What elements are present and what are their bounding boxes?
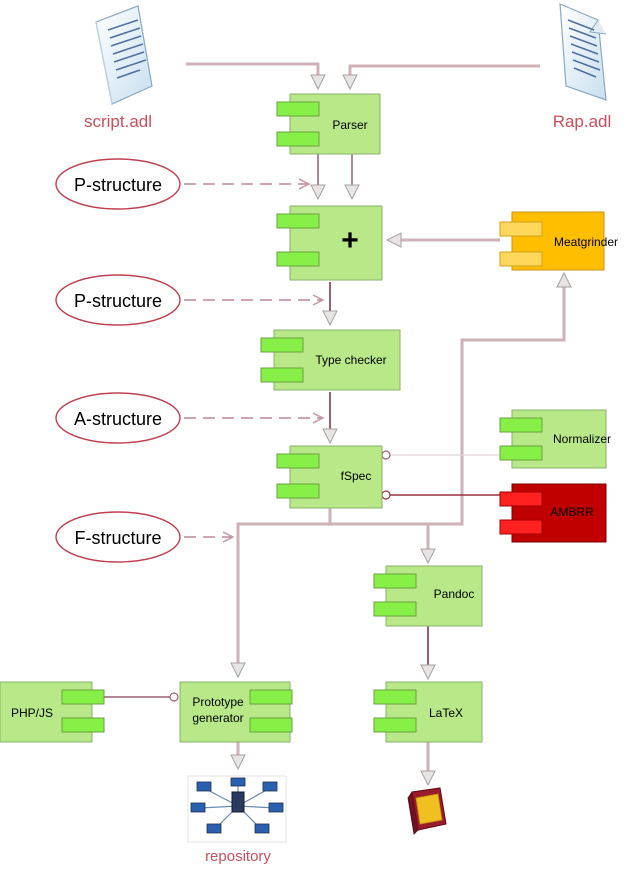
parser-label: Parser <box>332 118 367 132</box>
edge-fspec-to-pandoc <box>330 522 428 562</box>
type-checker-component: Type checker <box>260 329 401 391</box>
ambrr-label: AMBRR <box>550 505 594 519</box>
repository-label: repository <box>205 848 271 865</box>
p-structure-label: P-structure <box>74 175 162 195</box>
structure-f: F-structure <box>55 511 181 563</box>
normalizer-component: Normalizer <box>499 409 611 469</box>
edge-script-to-parser <box>186 62 318 88</box>
plus-label: + <box>341 224 359 257</box>
normalizer-label: Normalizer <box>553 432 611 446</box>
structure-p1: P-structure <box>55 158 181 210</box>
network-icon <box>187 775 287 843</box>
fspec-component: fSpec <box>276 445 383 509</box>
meatgrinder-component: Meatgrinder <box>499 211 618 271</box>
connectors <box>104 62 564 784</box>
document-icon <box>95 5 153 105</box>
lollipop-phpjs <box>169 692 179 702</box>
type-checker-label: Type checker <box>315 353 386 367</box>
book-icon <box>407 787 447 835</box>
prototype-label-line2: generator <box>192 711 243 725</box>
prototype-generator-component: Prototype generator <box>179 681 293 743</box>
edge-fspec-to-meatgrinder <box>428 274 564 526</box>
rap-file-label: Rap.adl <box>553 112 612 131</box>
meatgrinder-label: Meatgrinder <box>554 235 618 249</box>
merge-component: + <box>276 205 383 281</box>
ambrr-component: AMBRR <box>499 483 607 543</box>
structure-a: A-structure <box>55 392 181 444</box>
document-icon <box>559 3 607 101</box>
php-js-label: PHP/JS <box>11 706 53 720</box>
lollipop-ambrr <box>381 490 391 500</box>
structure-p2: P-structure <box>55 274 181 326</box>
php-js-component: PHP/JS <box>0 681 105 743</box>
pandoc-component: Pandoc <box>373 565 483 627</box>
latex-label: LaTeX <box>429 706 463 720</box>
latex-component: LaTeX <box>373 681 483 743</box>
edge-rap-to-parser <box>350 64 540 88</box>
parser-component: Parser <box>276 93 381 155</box>
fspec-label: fSpec <box>341 469 372 483</box>
pandoc-label: Pandoc <box>434 587 475 601</box>
a-structure-label: A-structure <box>74 409 162 429</box>
prototype-label-line1: Prototype <box>192 695 244 709</box>
p-structure-label: P-structure <box>74 291 162 311</box>
edge-fspec-to-prototype <box>238 508 332 676</box>
script-file-label: script.adl <box>84 112 152 131</box>
f-structure-label: F-structure <box>74 528 161 548</box>
lollipop-normalizer <box>381 450 391 460</box>
